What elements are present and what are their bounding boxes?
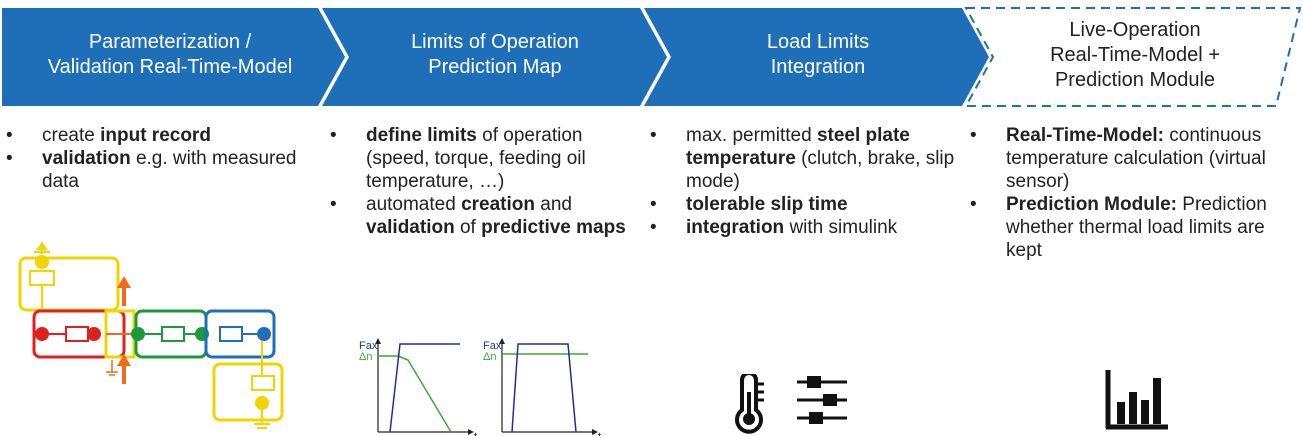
bullet-text: automated [366, 194, 462, 215]
bullet-item: tolerable slip time [650, 193, 968, 216]
bullet-bold-text: Real-Time-Model: [1006, 125, 1165, 146]
bullet-text: of [454, 217, 482, 238]
bullet-text: max. permitted [686, 125, 817, 146]
step-2-shape [322, 8, 667, 106]
step-3-shape [644, 8, 989, 106]
graph-left-x-label: t [474, 431, 477, 436]
bullet-item: validation e.g. with measured data [6, 147, 306, 193]
graph-right: Fax Δn t [483, 338, 601, 436]
bullet-item: Prediction Module: Prediction whether th… [970, 193, 1300, 262]
prediction-map-graphs: Fax Δn t Fax Δn t [359, 338, 601, 436]
bullet-bold-text: creation [461, 194, 535, 215]
graph-right-x-label: t [598, 431, 601, 436]
step-3-label: Load Limits Integration [766, 31, 870, 78]
bullet-text: e.g. with measured data [42, 148, 297, 192]
process-bar [2, 7, 1302, 107]
bullet-text: and [535, 194, 572, 215]
bullet-item: create input record [6, 124, 306, 147]
bullet-bold-text: input record [100, 125, 211, 146]
thermometer-icon [735, 374, 764, 434]
bullet-item: automated creation and validation of pre… [330, 193, 650, 239]
step-4-shape [964, 7, 1302, 107]
sliders-icon [797, 376, 847, 424]
step-2-label: Limits of Operation Prediction Map [411, 31, 579, 78]
graph-right-y2-label: Δn [483, 351, 496, 363]
bullet-list: max. permitted steel plate temperature (… [650, 124, 968, 239]
bullet-bold-text: integration [686, 217, 785, 238]
bullet-bold-text: define limits [366, 125, 477, 146]
bullet-item: define limits of operation (speed, torqu… [330, 124, 650, 193]
step-1-label: Parameterization / Validation Real-Time-… [47, 31, 293, 78]
bullet-bold-text: tolerable slip time [686, 194, 848, 215]
bullet-text: of operation (speed, torque, feeding oil… [366, 125, 586, 192]
column-4: Real-Time-Model: continuous temperature … [970, 124, 1300, 262]
bullet-bold-text: Prediction Module: [1006, 194, 1177, 215]
bullet-bold-text: validation [42, 148, 131, 169]
graph-left-y2-label: Δn [359, 351, 372, 363]
bullet-text: continuous temperature calculation (virt… [1006, 125, 1266, 192]
bullet-list: Real-Time-Model: continuous temperature … [970, 124, 1300, 262]
bullet-list: define limits of operation (speed, torqu… [330, 124, 650, 239]
step-1-shape [2, 8, 345, 106]
bar-chart-icon [1105, 370, 1168, 430]
bullet-text: create [42, 125, 101, 146]
bullet-bold-text: steel plate temperature [686, 125, 910, 169]
graph-left: Fax Δn t [359, 338, 477, 436]
column-3: max. permitted steel plate temperature (… [650, 124, 968, 239]
model-schematic-icon [18, 242, 284, 429]
bullet-text: Prediction whether thermal load limits a… [1006, 194, 1267, 261]
bullet-item: Real-Time-Model: continuous temperature … [970, 124, 1300, 193]
graph-right-y1-label: Fax [483, 340, 502, 352]
bullet-text: (clutch, brake, slip mode) [686, 148, 955, 192]
bullet-bold-text: validation [366, 217, 455, 238]
bullet-text: with simulink [784, 217, 898, 238]
step-4-label: Live-Operation Real-Time-Model + Predict… [1050, 18, 1220, 91]
bullet-bold-text: predictive maps [481, 217, 626, 238]
bullet-item: integration with simulink [650, 216, 968, 239]
graph-left-y1-label: Fax [359, 340, 378, 352]
bullet-item: max. permitted steel plate temperature (… [650, 124, 968, 193]
column-2: define limits of operation (speed, torqu… [330, 124, 650, 239]
bullet-list: create input recordvalidation e.g. with … [6, 124, 306, 193]
column-1: create input recordvalidation e.g. with … [6, 124, 306, 193]
